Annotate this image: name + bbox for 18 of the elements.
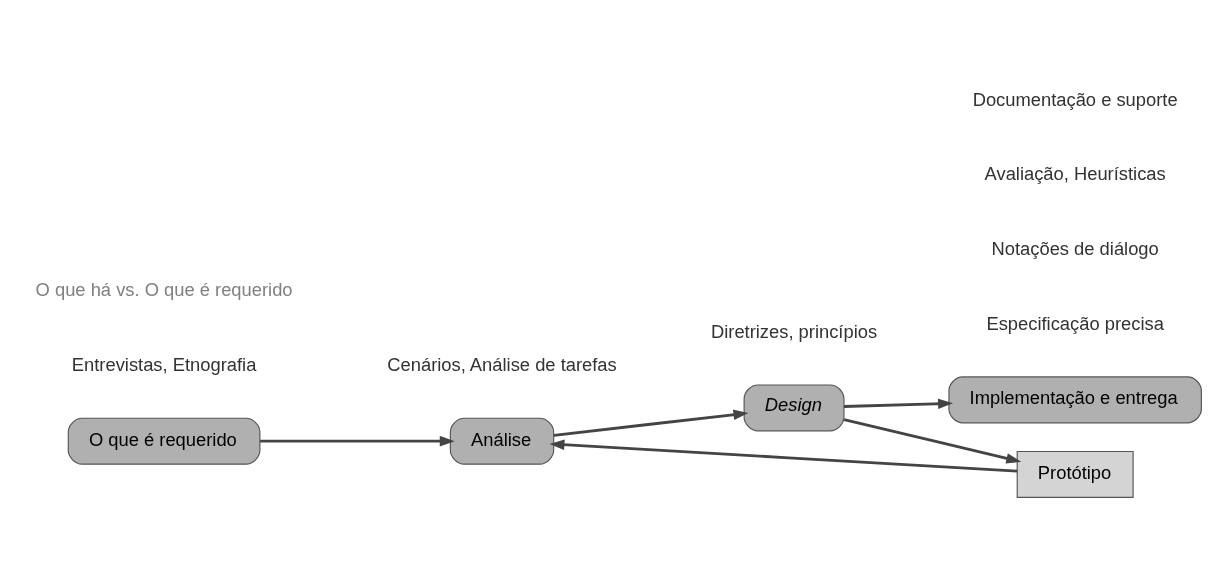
- node-box: Design: [743, 384, 845, 432]
- node-box: Implementação e entrega: [948, 376, 1202, 424]
- label: Diretrizes, princípios: [710, 320, 878, 342]
- arrow: [843, 418, 1022, 464]
- label: Entrevistas, Etnografia: [71, 353, 257, 375]
- arrow: [844, 398, 954, 410]
- label: Avaliação, Heurísticas: [984, 163, 1166, 185]
- label: Documentação e suporte: [972, 88, 1178, 110]
- label: Notações de diálogo: [991, 238, 1159, 260]
- node-box: Protótipo: [1016, 450, 1134, 498]
- node-box: O que é requerido: [67, 417, 261, 465]
- node-box: Análise: [449, 417, 555, 465]
- arrow: [549, 439, 1018, 473]
- arrow: [260, 435, 455, 447]
- label: Especificação precisa: [986, 312, 1164, 334]
- label: Cenários, Análise de tarefas: [387, 353, 617, 375]
- arrow: [553, 409, 749, 437]
- label: O que há vs. O que é requerido: [35, 279, 293, 301]
